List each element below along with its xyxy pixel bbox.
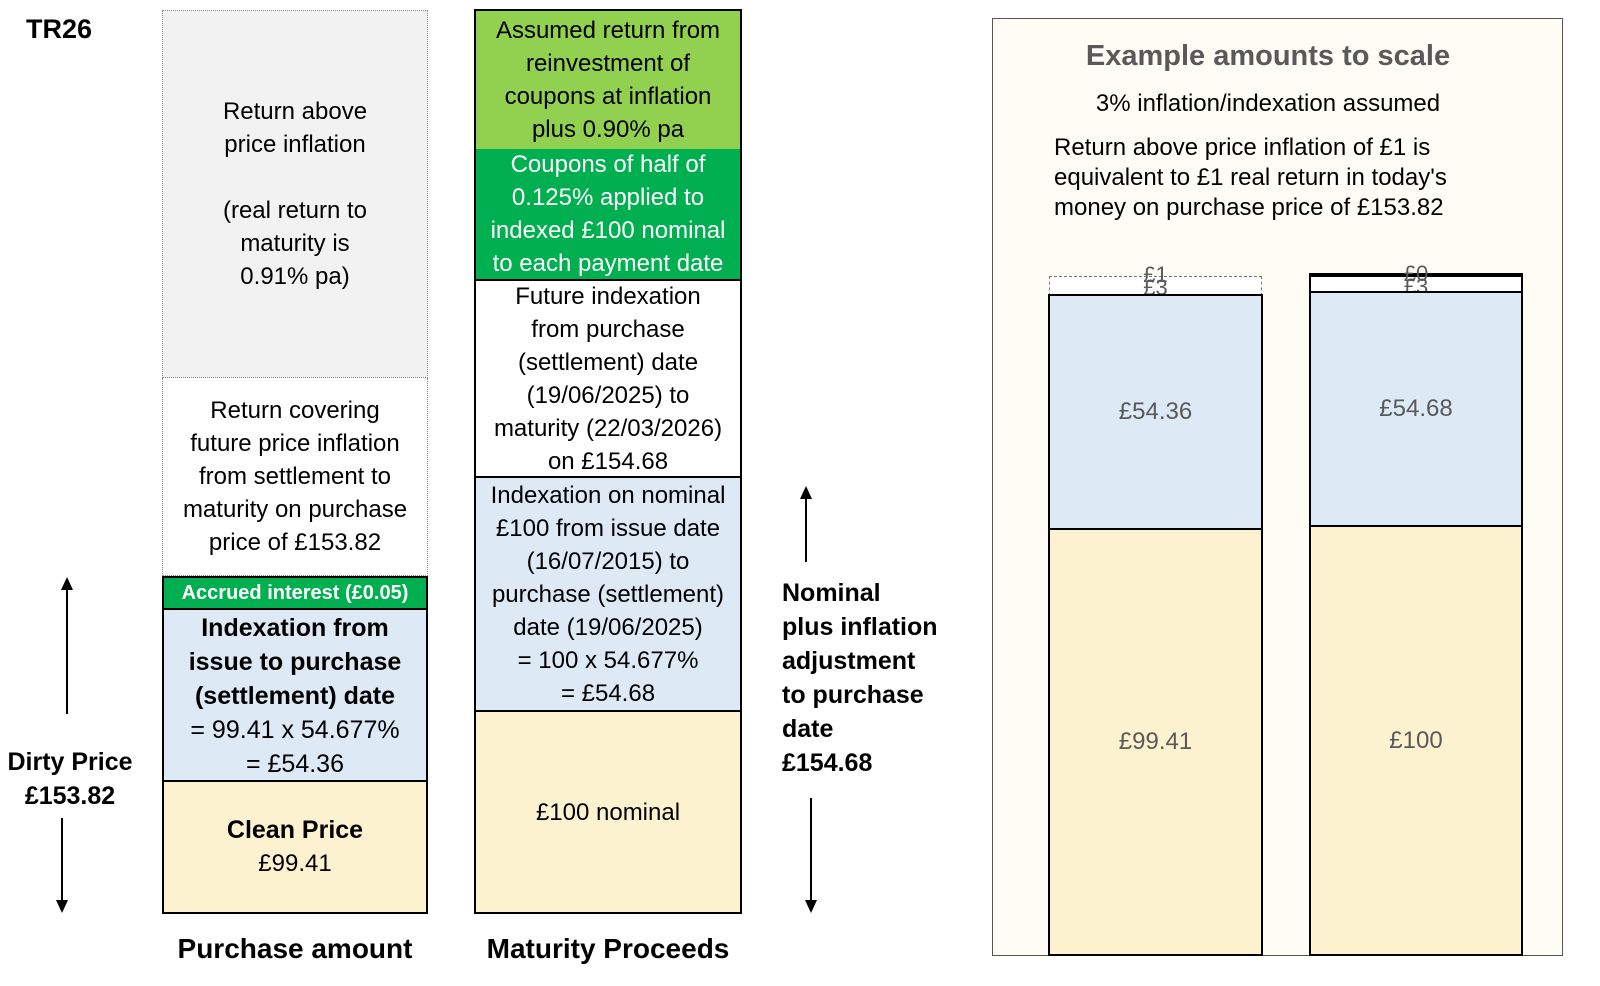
clean-price-heading: Clean Price — [226, 816, 364, 844]
scale-panel-title: Example amounts to scale — [1085, 40, 1451, 72]
right-bar-base-value: £100 — [1389, 726, 1443, 754]
scale-panel-subtitle: 3% inflation/indexation assumed — [1095, 90, 1441, 117]
nominal-arrow-up — [800, 486, 812, 499]
left-bar-indexation-segment: £54.36 — [1048, 294, 1263, 530]
dirty-price-arrow-down — [56, 900, 68, 913]
dirty-price-label: Dirty Price £153.82 — [7, 748, 133, 810]
nominal-arrow-down — [805, 900, 817, 913]
nominal-arrow-up-line — [805, 497, 807, 562]
reinvestment-return-box: Assumed return from reinvestment of coup… — [476, 11, 740, 149]
coupons-box: Coupons of half of 0.125% applied to ind… — [476, 149, 740, 281]
clean-price-box: Clean Price £99.41 — [162, 780, 428, 914]
indexation-nominal-box: Indexation on nominal £100 from issue da… — [476, 478, 740, 712]
left-bar-indexation-value: £54.36 — [1118, 398, 1193, 425]
nominal-box: £100 nominal — [476, 712, 740, 912]
clean-price-value: £99.41 — [258, 850, 332, 877]
bond-code-label: TR26 — [26, 14, 93, 44]
right-bar-top-label-1: £0 — [1403, 261, 1429, 286]
return-above-inflation-box: Return above price inflation (real retur… — [162, 10, 428, 378]
dirty-price-arrow-up — [61, 577, 73, 590]
dirty-price-arrow-up-line — [66, 588, 68, 714]
scale-panel-note: Return above price inflation of £1 is eq… — [1054, 134, 1447, 221]
indexation-purchase-box: Indexation from issue to purchase (settl… — [162, 610, 428, 782]
left-bar-base-segment: £99.41 — [1048, 528, 1263, 956]
dirty-price-arrow-down-line — [61, 818, 63, 902]
accrued-interest-box: Accrued interest (£0.05) — [162, 576, 428, 610]
indexation-purchase-calc: = 99.41 x 54.677% = £54.36 — [190, 716, 400, 778]
indexation-purchase-heading: Indexation from issue to purchase (settl… — [188, 614, 402, 710]
maturity-proceeds-caption: Maturity Proceeds — [486, 933, 730, 964]
left-bar-top-label-1: £1 — [1143, 262, 1168, 287]
right-bar-base-segment: £100 — [1309, 525, 1523, 956]
right-bar-indexation-value: £54.68 — [1379, 395, 1453, 422]
purchase-amount-caption: Purchase amount — [177, 933, 413, 964]
right-bar-indexation-segment: £54.68 — [1309, 291, 1523, 527]
maturity-column-outline — [474, 9, 742, 914]
nominal-inflation-label: Nominal plus inflation adjustment to pur… — [782, 579, 938, 777]
future-indexation-box: Future indexation from purchase (settlem… — [476, 281, 740, 478]
nominal-arrow-down-line — [810, 798, 812, 902]
left-bar-base-value: £99.41 — [1118, 728, 1193, 755]
return-covering-inflation-box: Return covering future price inflation f… — [162, 378, 428, 576]
